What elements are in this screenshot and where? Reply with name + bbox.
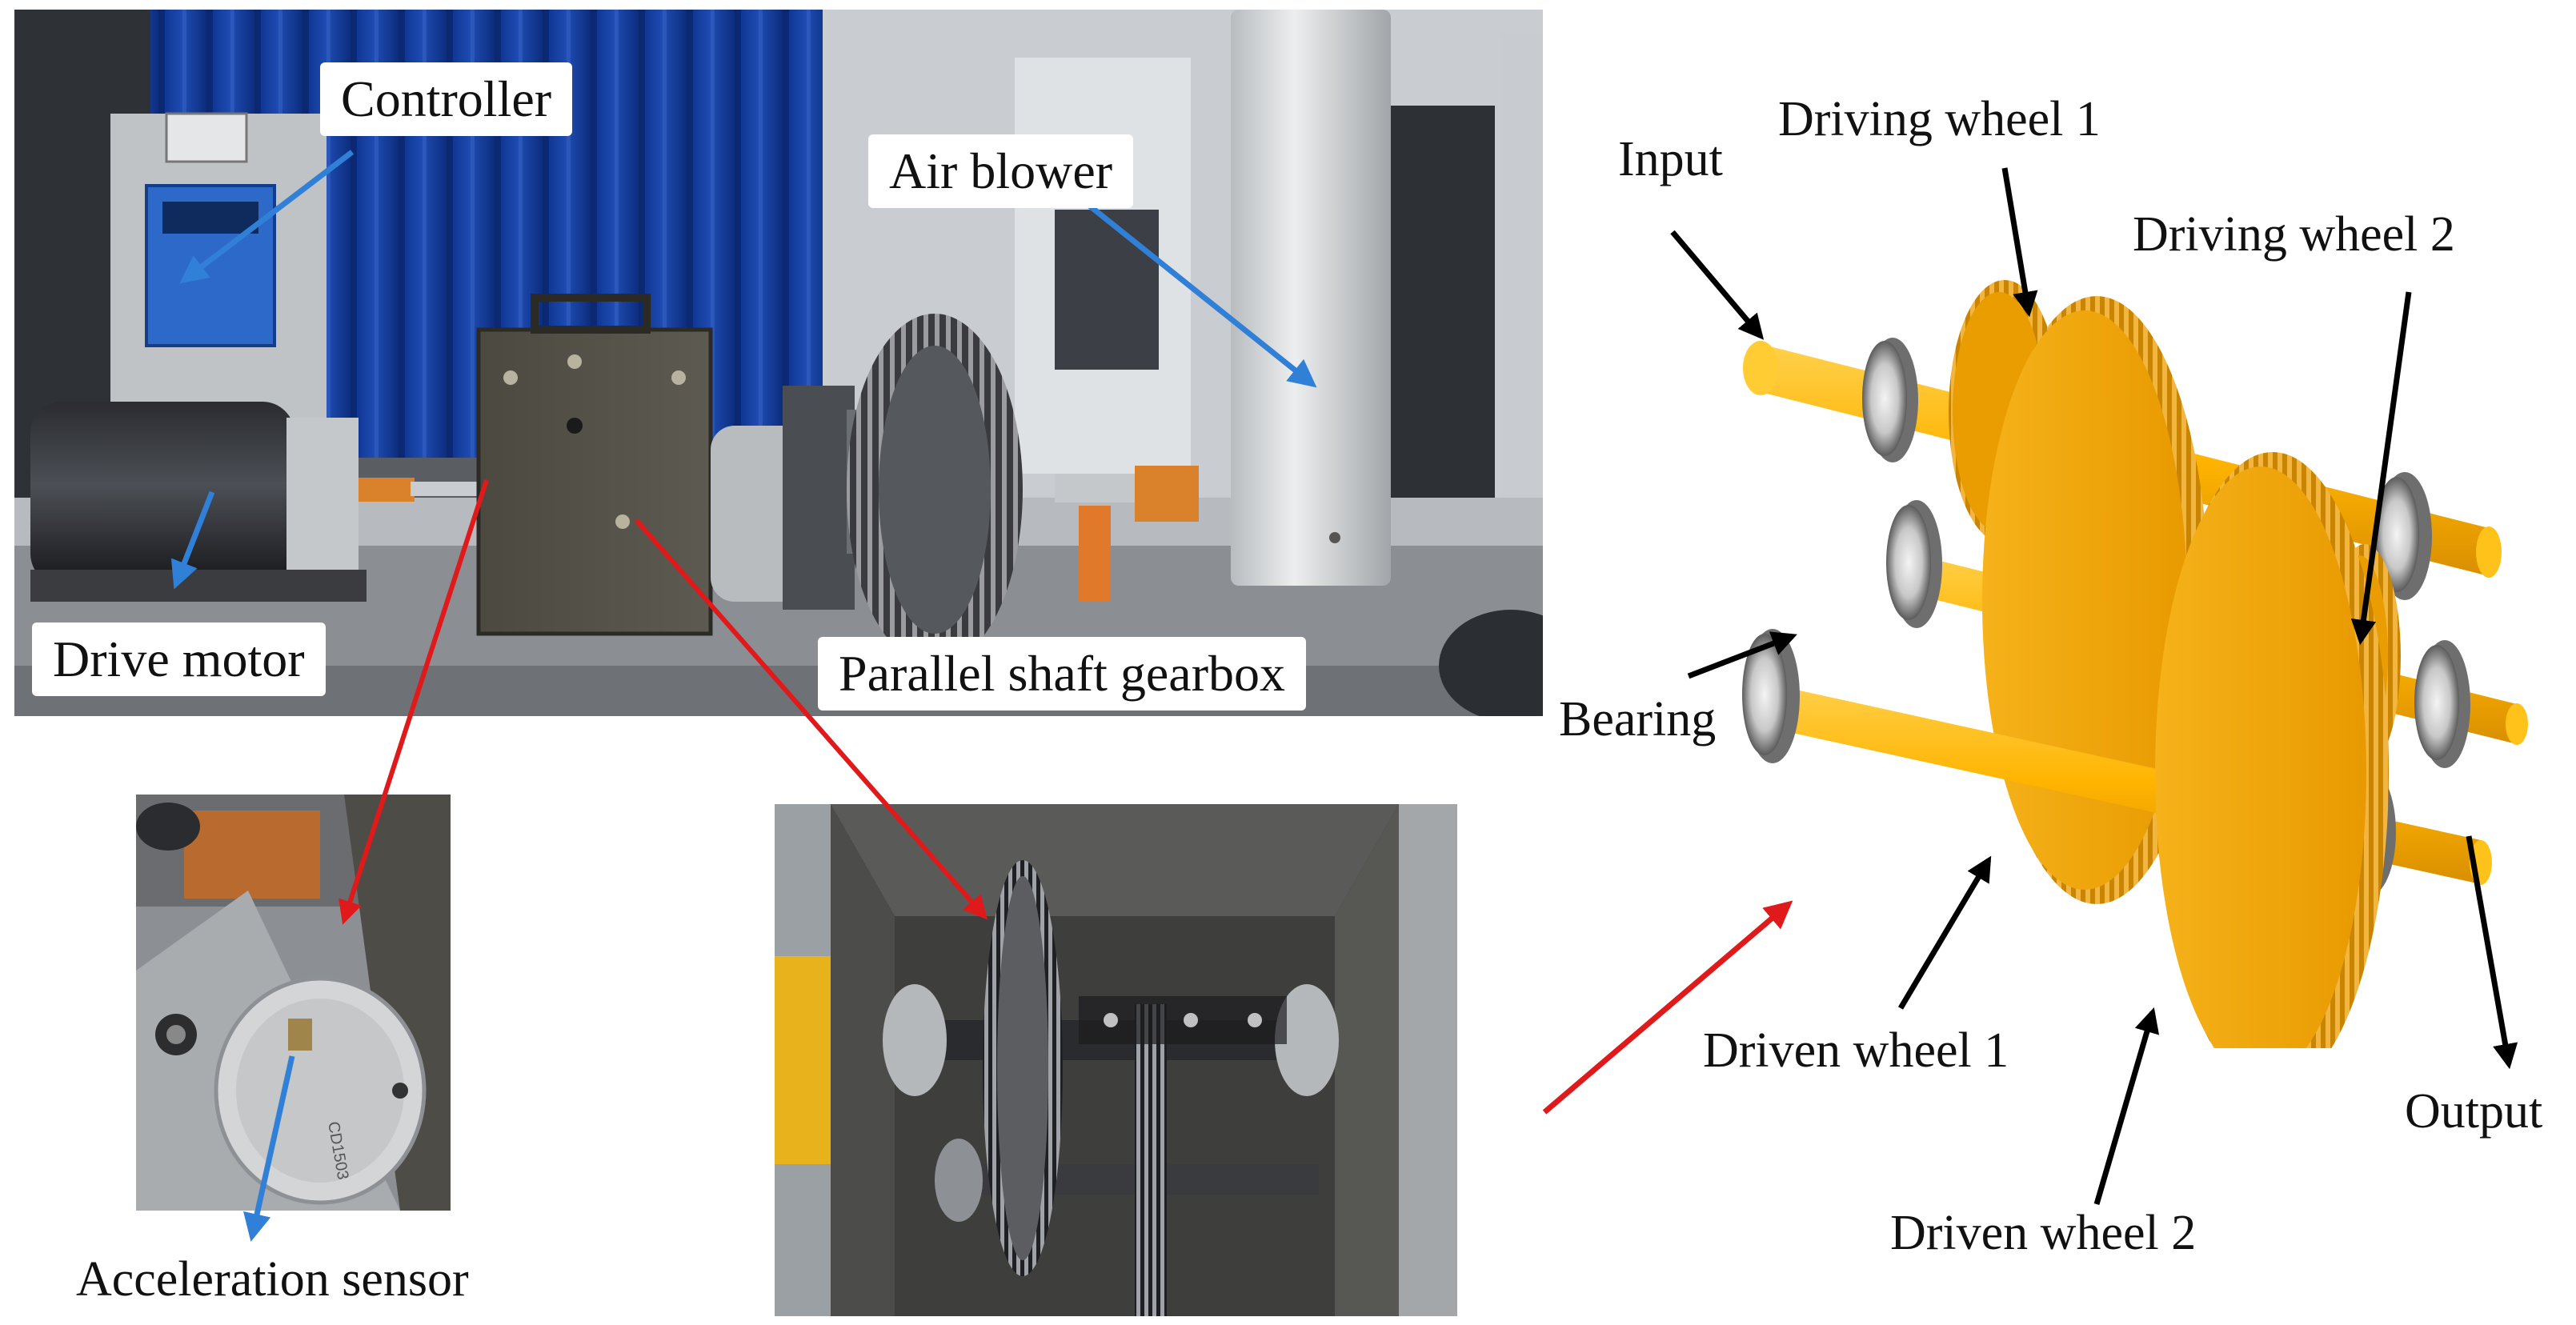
gear-train-model xyxy=(1681,144,2576,1048)
driven-wheel-1-label: Driven wheel 1 xyxy=(1703,1023,2009,1078)
driving-wheel-2-label: Driving wheel 2 xyxy=(2133,207,2455,262)
gearbox-interior-photo xyxy=(775,804,1457,1316)
acceleration-sensor-photo: CD1503 xyxy=(136,795,451,1211)
test-rig-photo xyxy=(14,10,1543,716)
driving-wheel-1-label: Driving wheel 1 xyxy=(1778,92,2101,146)
drive-motor-label: Drive motor xyxy=(32,622,326,696)
gearbox-label: Parallel shaft gearbox xyxy=(818,637,1306,711)
input-label: Input xyxy=(1618,132,1723,186)
acceleration-sensor-label: Acceleration sensor xyxy=(76,1252,469,1307)
output-label: Output xyxy=(2405,1084,2543,1139)
controller-label: Controller xyxy=(320,62,573,136)
air-blower-label: Air blower xyxy=(868,134,1134,208)
driven-wheel-2-label: Driven wheel 2 xyxy=(1890,1206,2197,1260)
bearing-label: Bearing xyxy=(1559,692,1717,747)
